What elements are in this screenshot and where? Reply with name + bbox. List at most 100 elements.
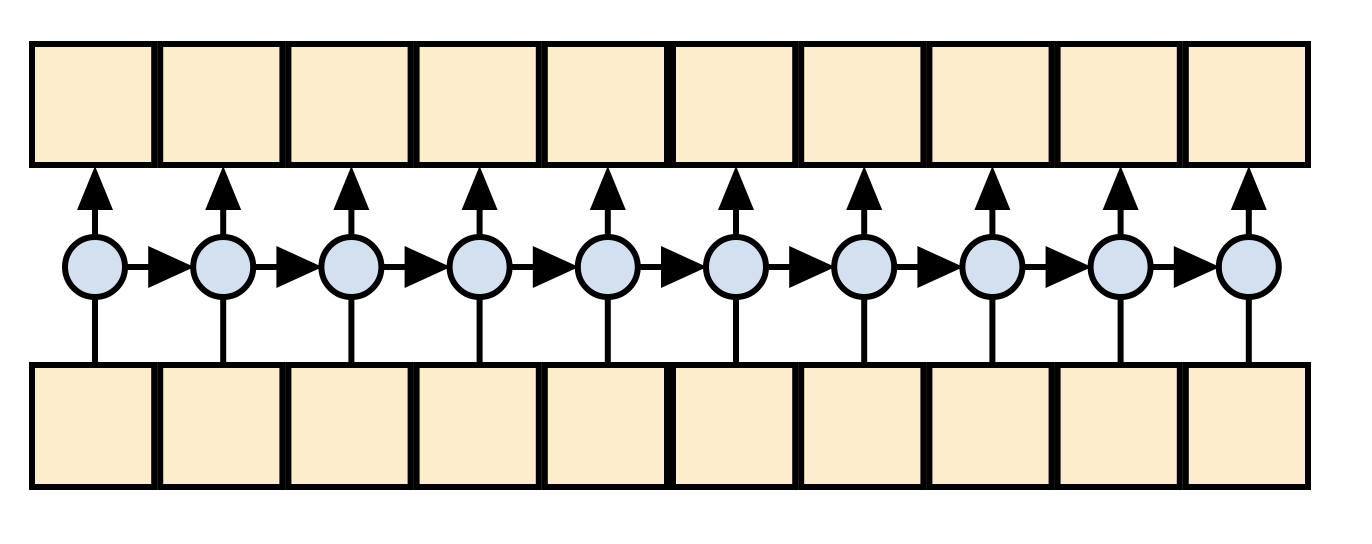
input-cell[interactable]: [1182, 362, 1312, 490]
hidden-state-circle[interactable]: [1087, 234, 1154, 300]
output-cell-rect[interactable]: [157, 41, 286, 168]
input-cell-rect[interactable]: [1182, 362, 1312, 490]
output-cell[interactable]: [29, 41, 158, 168]
output-cell[interactable]: [670, 41, 799, 168]
hidden-to-output-arrow-head: [461, 166, 498, 210]
hidden-state-node[interactable]: [703, 234, 769, 300]
hidden-state-circle[interactable]: [190, 234, 257, 300]
hidden-to-output-arrow-head: [1230, 166, 1267, 210]
output-cell[interactable]: [1054, 41, 1183, 168]
recurrent-arrow: [126, 246, 195, 288]
input-cell-rect[interactable]: [157, 362, 286, 490]
hidden-to-output-arrow: [718, 166, 754, 236]
hidden-to-output-arrow: [1230, 166, 1267, 236]
input-cell-rect[interactable]: [1054, 362, 1183, 490]
recurrent-arrow-head: [917, 246, 964, 288]
recurrent-arrow: [382, 246, 451, 288]
output-cell-rect[interactable]: [1182, 41, 1312, 168]
hidden-to-output-arrow: [333, 166, 370, 236]
output-cell-rect[interactable]: [541, 41, 670, 168]
recurrent-arrow: [1023, 246, 1092, 288]
hidden-to-output-arrow: [974, 166, 1011, 236]
input-cell[interactable]: [670, 362, 799, 490]
hidden-to-output-arrow-head: [1102, 166, 1139, 210]
hidden-to-output-arrow: [461, 166, 498, 236]
hidden-state-node[interactable]: [318, 234, 385, 300]
hidden-to-output-arrow-head: [718, 166, 754, 210]
input-cell-rect[interactable]: [670, 362, 799, 490]
hidden-state-circle[interactable]: [1215, 234, 1282, 300]
input-cell-rect[interactable]: [926, 362, 1055, 490]
recurrent-arrow: [638, 246, 707, 288]
hidden-state-circle[interactable]: [446, 234, 513, 300]
hidden-to-output-arrow-head: [77, 166, 113, 210]
input-cell[interactable]: [926, 362, 1055, 490]
hidden-state-node[interactable]: [831, 234, 898, 300]
input-cell-rect[interactable]: [541, 362, 670, 490]
hidden-state-node[interactable]: [1215, 234, 1282, 300]
hidden-state-circle[interactable]: [959, 234, 1026, 300]
output-cell[interactable]: [541, 41, 670, 168]
hidden-state-node[interactable]: [62, 234, 128, 300]
hidden-state-node[interactable]: [446, 234, 513, 300]
recurrent-arrow-head: [661, 246, 707, 288]
input-cell[interactable]: [157, 362, 286, 490]
output-cell-rect[interactable]: [926, 41, 1055, 168]
output-cell[interactable]: [798, 41, 927, 168]
hidden-state-circle[interactable]: [318, 234, 385, 300]
recurrent-arrow: [767, 246, 836, 288]
output-cell-rect[interactable]: [285, 41, 414, 168]
hidden-state-circle[interactable]: [62, 234, 128, 300]
recurrent-arrows-group: [126, 246, 1220, 288]
hidden-to-output-arrow: [589, 166, 626, 236]
recurrent-arrow-head: [532, 246, 579, 288]
output-cell[interactable]: [413, 41, 542, 168]
input-cell[interactable]: [541, 362, 670, 490]
input-cell-rect[interactable]: [798, 362, 927, 490]
recurrent-arrow: [510, 246, 579, 288]
hidden-state-node[interactable]: [574, 234, 641, 300]
recurrent-arrow: [1151, 246, 1220, 288]
recurrent-arrow-head: [789, 246, 836, 288]
input-cell-rect[interactable]: [413, 362, 542, 490]
output-cell[interactable]: [157, 41, 286, 168]
output-cell-rect[interactable]: [413, 41, 542, 168]
hidden-state-circle[interactable]: [703, 234, 769, 300]
input-cell-rect[interactable]: [29, 362, 158, 490]
hidden-to-output-arrow-head: [974, 166, 1011, 210]
output-cell[interactable]: [1182, 41, 1312, 168]
input-cell[interactable]: [1054, 362, 1183, 490]
output-cell[interactable]: [285, 41, 414, 168]
hidden-to-output-arrow-head: [846, 166, 883, 210]
hidden-state-node[interactable]: [959, 234, 1026, 300]
input-cell[interactable]: [413, 362, 542, 490]
hidden-to-output-arrow-head: [333, 166, 370, 210]
hidden-to-output-arrow-head: [205, 166, 242, 210]
input-cell[interactable]: [285, 362, 414, 490]
output-cell-rect[interactable]: [29, 41, 158, 168]
recurrent-arrow-head: [148, 246, 195, 288]
output-row-group: [29, 41, 1312, 168]
hidden-state-circle[interactable]: [574, 234, 641, 300]
hidden-to-output-arrows-group: [77, 166, 1267, 236]
input-to-hidden-links-group: [92, 298, 1252, 364]
input-cell-rect[interactable]: [285, 362, 414, 490]
hidden-to-output-arrow: [77, 166, 113, 236]
hidden-state-node[interactable]: [1087, 234, 1154, 300]
input-cell[interactable]: [29, 362, 158, 490]
hidden-state-node[interactable]: [190, 234, 257, 300]
input-cell[interactable]: [798, 362, 927, 490]
hidden-nodes-group: [62, 234, 1282, 300]
hidden-to-output-arrow-head: [589, 166, 626, 210]
recurrent-arrow-head: [1045, 246, 1092, 288]
output-cell[interactable]: [926, 41, 1055, 168]
recurrent-arrow-head: [404, 246, 451, 288]
output-cell-rect[interactable]: [670, 41, 799, 168]
hidden-state-circle[interactable]: [831, 234, 898, 300]
hidden-to-output-arrow: [1102, 166, 1139, 236]
recurrent-arrow: [895, 246, 964, 288]
recurrent-arrow: [254, 246, 323, 288]
hidden-to-output-arrow: [846, 166, 883, 236]
output-cell-rect[interactable]: [1054, 41, 1183, 168]
output-cell-rect[interactable]: [798, 41, 927, 168]
